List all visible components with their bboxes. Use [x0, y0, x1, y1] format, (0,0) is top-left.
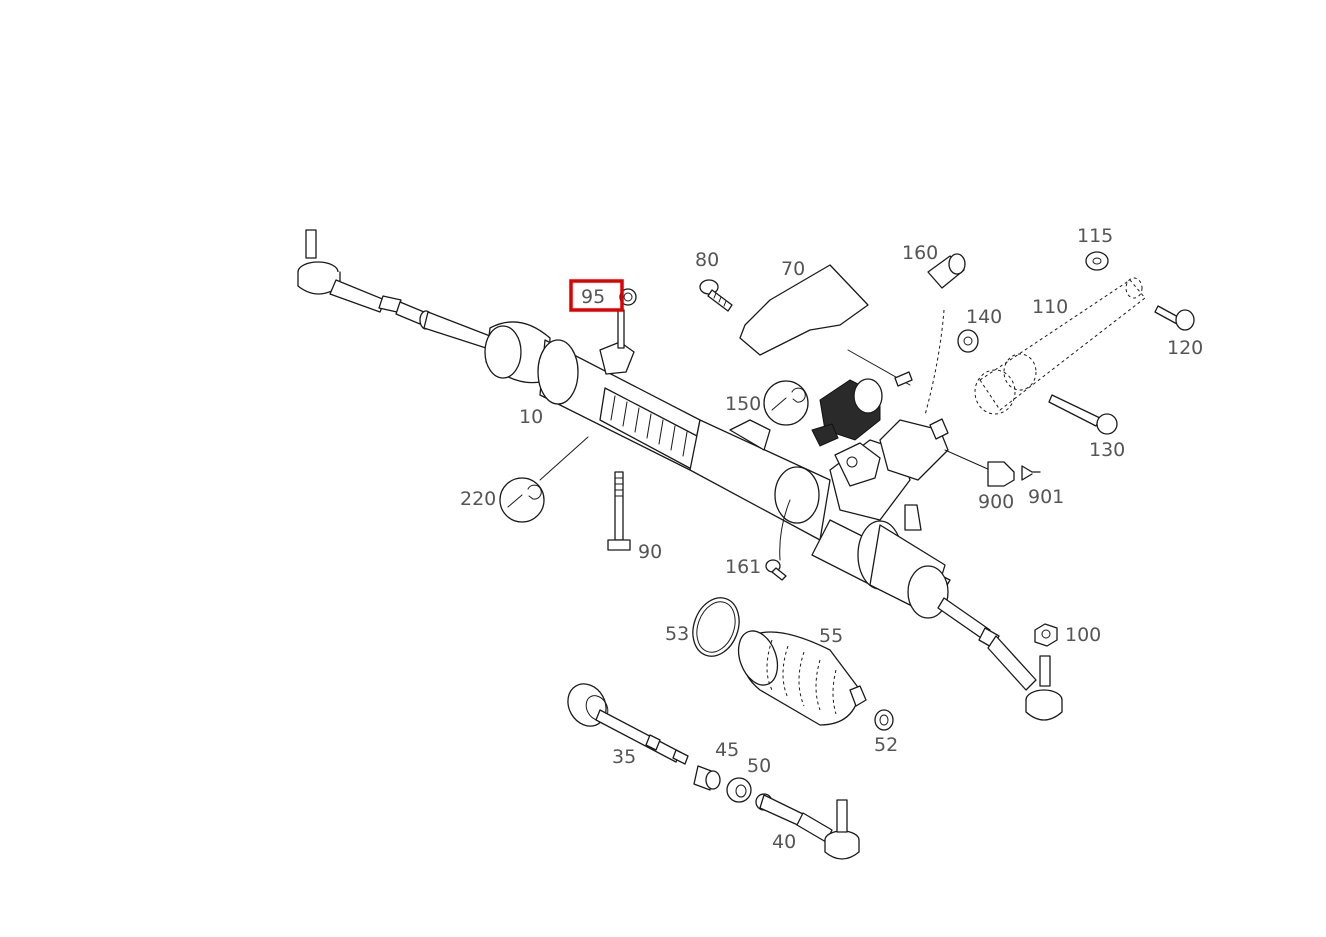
- label-52[interactable]: 52: [874, 734, 898, 756]
- part-53-clamp[interactable]: [685, 591, 747, 662]
- label-40[interactable]: 40: [772, 831, 796, 853]
- label-95[interactable]: 95: [581, 286, 605, 308]
- part-901-plug[interactable]: [1021, 465, 1041, 481]
- label-160[interactable]: 160: [902, 242, 938, 264]
- part-50-nut[interactable]: [726, 777, 752, 803]
- part-115-washer[interactable]: [1085, 251, 1109, 271]
- part-130-bolt[interactable]: [1048, 394, 1118, 435]
- wrench-icon-220: [499, 477, 545, 523]
- label-150[interactable]: 150: [725, 393, 761, 415]
- part-160-sleeve[interactable]: [927, 253, 966, 289]
- part-120-bolt[interactable]: [1154, 305, 1195, 331]
- part-161-screw[interactable]: [765, 559, 787, 581]
- label-70[interactable]: 70: [781, 258, 805, 280]
- selected-part-highlight: [569, 279, 624, 312]
- label-100[interactable]: 100: [1065, 624, 1101, 646]
- label-90[interactable]: 90: [638, 541, 662, 563]
- part-40-tie-rod-end[interactable]: [755, 793, 860, 860]
- label-901[interactable]: 901: [1028, 486, 1064, 508]
- label-161[interactable]: 161: [725, 556, 761, 578]
- wrench-icon-150: [763, 380, 809, 426]
- label-110[interactable]: 110: [1032, 296, 1068, 318]
- label-10[interactable]: 10: [519, 406, 543, 428]
- steering-rack-assembly[interactable]: [297, 229, 1063, 721]
- label-80[interactable]: 80: [695, 249, 719, 271]
- part-labels: 10 35 40 45 50 52 53 55 70 80 90 95 100 …: [460, 225, 1203, 853]
- label-53[interactable]: 53: [665, 623, 689, 645]
- label-35[interactable]: 35: [612, 746, 636, 768]
- part-110-shaft[interactable]: [974, 277, 1146, 415]
- label-45[interactable]: 45: [715, 739, 739, 761]
- part-140-nut[interactable]: [957, 329, 979, 353]
- label-140[interactable]: 140: [966, 306, 1002, 328]
- part-80-bolt[interactable]: [699, 279, 733, 312]
- part-150-valve[interactable]: [811, 371, 913, 447]
- leader-line-160: [924, 309, 945, 416]
- label-55[interactable]: 55: [819, 625, 843, 647]
- part-70-cover[interactable]: [739, 264, 869, 356]
- label-130[interactable]: 130: [1089, 439, 1125, 461]
- part-35-tie-rod[interactable]: [560, 677, 689, 765]
- label-115[interactable]: 115: [1077, 225, 1113, 247]
- part-900-plug[interactable]: [987, 461, 1015, 487]
- label-120[interactable]: 120: [1167, 337, 1203, 359]
- label-50[interactable]: 50: [747, 755, 771, 777]
- part-90-bolt[interactable]: [607, 471, 631, 551]
- part-100-nut[interactable]: [1034, 623, 1058, 647]
- label-900[interactable]: 900: [978, 491, 1014, 513]
- part-52-clamp[interactable]: [874, 709, 894, 731]
- part-45-sleeve[interactable]: [693, 765, 721, 791]
- part-55-bellows[interactable]: [732, 626, 867, 726]
- label-220[interactable]: 220: [460, 488, 496, 510]
